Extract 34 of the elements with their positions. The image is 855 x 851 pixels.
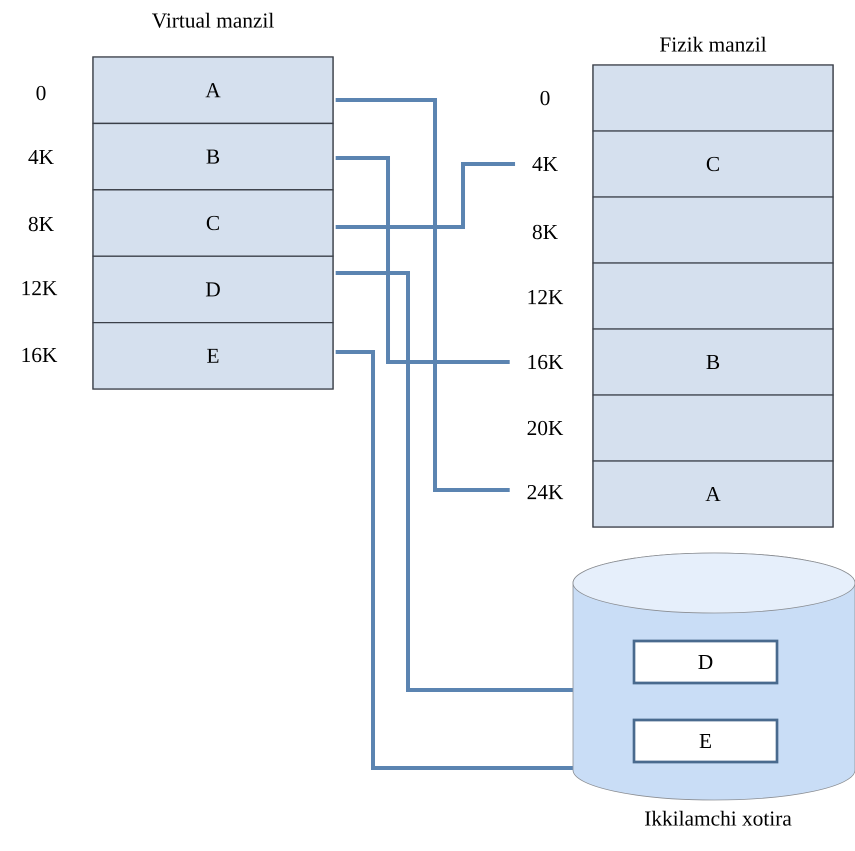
data-block: D xyxy=(632,640,778,684)
address-label: 8K xyxy=(532,224,558,240)
memory-cell xyxy=(592,262,834,330)
address-label: 12K xyxy=(22,280,58,296)
memory-cell: E xyxy=(92,322,334,390)
address-label: 0 xyxy=(36,86,46,100)
memory-cell: B xyxy=(92,122,334,190)
connector-line xyxy=(336,162,516,229)
node-label: Fizik manzil xyxy=(660,36,766,52)
address-label: 8K xyxy=(28,216,54,232)
address-label: 0 xyxy=(540,90,550,106)
storage-label: Ikkilamchi xotira xyxy=(645,810,792,826)
memory-cell: A xyxy=(592,460,834,528)
memory-cell: A xyxy=(92,56,334,124)
memory-cell: C xyxy=(92,189,334,257)
memory-cell: B xyxy=(592,328,834,396)
connector-line xyxy=(336,156,510,364)
address-label: 4K xyxy=(532,157,558,172)
address-label: 12K xyxy=(528,290,564,304)
connector-line xyxy=(336,271,573,692)
address-label: 16K xyxy=(22,348,58,362)
memory-cell: C xyxy=(592,130,834,198)
connector-line xyxy=(336,350,573,770)
memory-cell xyxy=(592,64,834,132)
address-label: 20K xyxy=(528,420,564,436)
memory-cell xyxy=(592,196,834,264)
memory-cell: D xyxy=(92,256,334,324)
address-label: 24K xyxy=(528,484,564,500)
address-label: 4K xyxy=(28,150,54,164)
connector-line xyxy=(336,98,510,492)
node-label: Virtual manzil xyxy=(152,12,274,28)
memory-cell xyxy=(592,394,834,462)
data-block: E xyxy=(632,718,778,764)
address-label: 16K xyxy=(528,354,564,370)
